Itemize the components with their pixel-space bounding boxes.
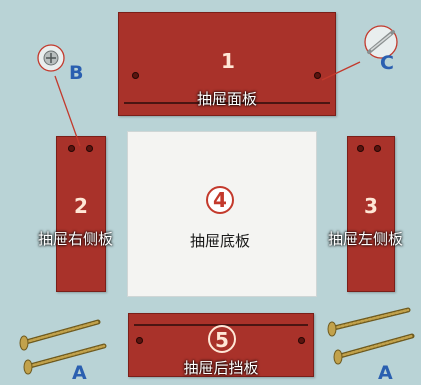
cam-hole [298,337,305,344]
hardware-label-b: B [69,62,84,84]
screw-icon [23,343,107,375]
cam-hole [68,145,75,152]
panel-number-badge: 4 [206,186,234,214]
panel-number-badge: 5 [208,325,236,353]
drawer-right-side-panel: 2 [56,136,106,292]
panel-label: 抽屉底板 [190,232,251,250]
cam-hole [86,145,93,152]
screw-icon [327,307,411,337]
cam-hole [132,72,139,79]
panel-number-badge: 2 [74,194,88,218]
panel-label: 抽屉后挡板 [183,359,259,377]
panel-label: 抽屉右侧板 [38,230,114,248]
panel-number-badge: 1 [221,49,235,73]
callout-line-b [54,75,81,147]
drawer-bottom-panel [128,132,316,296]
panel-label: 抽屉左侧板 [328,230,404,248]
drawer-left-side-panel: 3 [347,136,395,292]
panel-label: 抽屉面板 [196,90,257,108]
hardware-label-a-left: A [72,362,87,384]
cam-hole [136,337,143,344]
screw-icon [19,319,101,351]
panel-groove [124,102,330,104]
cam-hole [314,72,321,79]
cam-hole [374,145,381,152]
hardware-label-a-right: A [378,362,393,384]
dowel-pin-icon [364,25,398,59]
panel-number-badge: 3 [364,194,378,218]
callout-line-c [321,61,361,81]
drawer-back-panel: 5 抽屉后挡板 [128,313,314,377]
screw-icon [333,333,415,365]
cam-hole [357,145,364,152]
cam-lock-fitting-icon [37,44,65,72]
hardware-label-c: C [380,52,394,74]
drawer-front-panel: 1 抽屉面板 [118,12,336,116]
